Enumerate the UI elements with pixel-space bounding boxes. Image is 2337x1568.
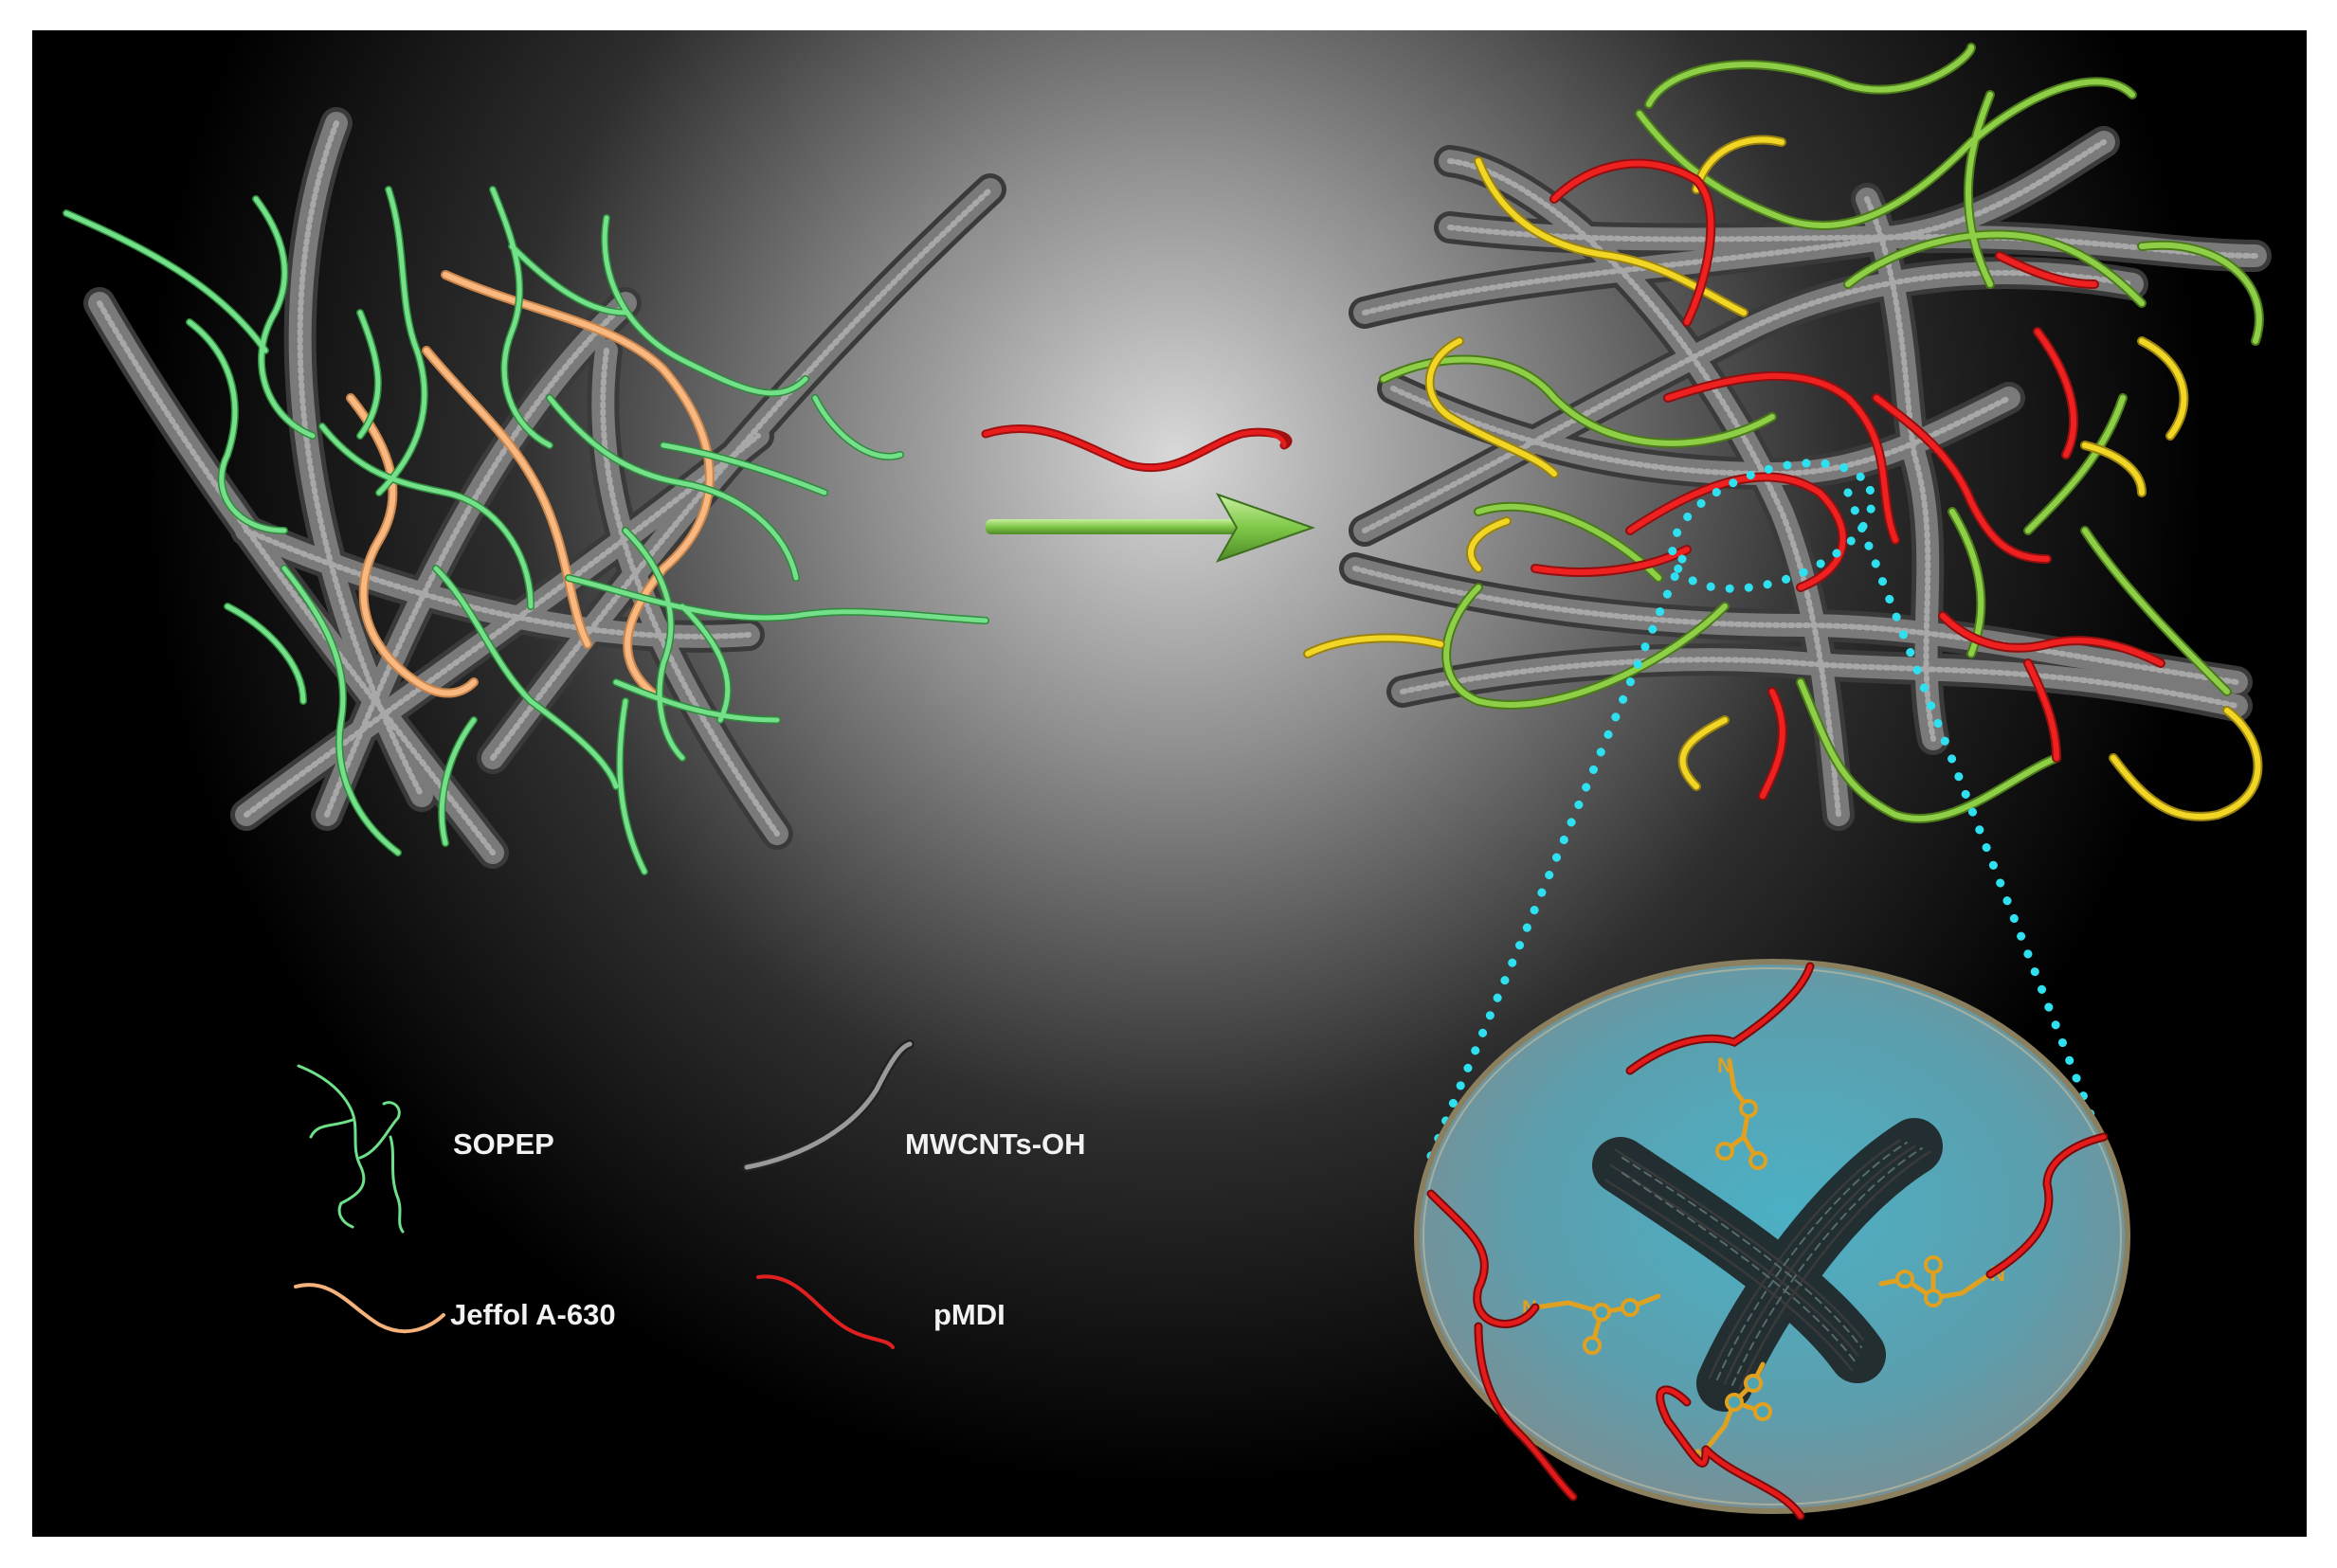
urethane-atoms xyxy=(1583,1099,1943,1421)
mwcnts-symbol xyxy=(742,1039,915,1172)
right-network-after-curing xyxy=(1303,43,2272,831)
legend-item-jeffol: Jeffol A-630 xyxy=(294,1283,616,1334)
legend: SOPEP MWCNTs-OH Jeffol A-630 pMDI xyxy=(294,1039,1086,1349)
jeffol-symbol xyxy=(294,1283,445,1334)
magnified-interface-circle: N N N N xyxy=(1414,959,2130,1521)
reaction-arrow xyxy=(986,493,1316,563)
sopep-symbol xyxy=(297,1064,405,1234)
legend-item-sopep: SOPEP xyxy=(297,1064,554,1234)
right-nanotubes xyxy=(1339,126,2272,831)
legend-label-jeffol: Jeffol A-630 xyxy=(450,1298,616,1331)
zoom-line-right xyxy=(1843,488,2113,1165)
legend-item-pmdi: pMDI xyxy=(756,1274,1005,1349)
reaction-arrow-group xyxy=(981,424,1316,563)
left-sopep-chains xyxy=(63,186,989,875)
magnified-pmdi-chains xyxy=(1426,962,2109,1521)
legend-label-sopep: SOPEP xyxy=(453,1127,554,1161)
legend-label-mwcnts: MWCNTs-OH xyxy=(905,1127,1086,1161)
crossed-nanotubes xyxy=(1592,1118,1943,1412)
right-red-chains xyxy=(1531,158,2165,801)
pmdi-symbol xyxy=(756,1274,895,1349)
zoom-focus-ellipse xyxy=(1668,459,1876,593)
legend-label-pmdi: pMDI xyxy=(933,1298,1005,1331)
nitrogen-label-top: N xyxy=(1717,1054,1732,1077)
legend-item-mwcnts: MWCNTs-OH xyxy=(742,1039,1086,1172)
zoom-line-left xyxy=(1426,554,1687,1161)
left-network-before-curing xyxy=(63,107,1006,875)
zoom-indicator xyxy=(1426,459,2113,1165)
